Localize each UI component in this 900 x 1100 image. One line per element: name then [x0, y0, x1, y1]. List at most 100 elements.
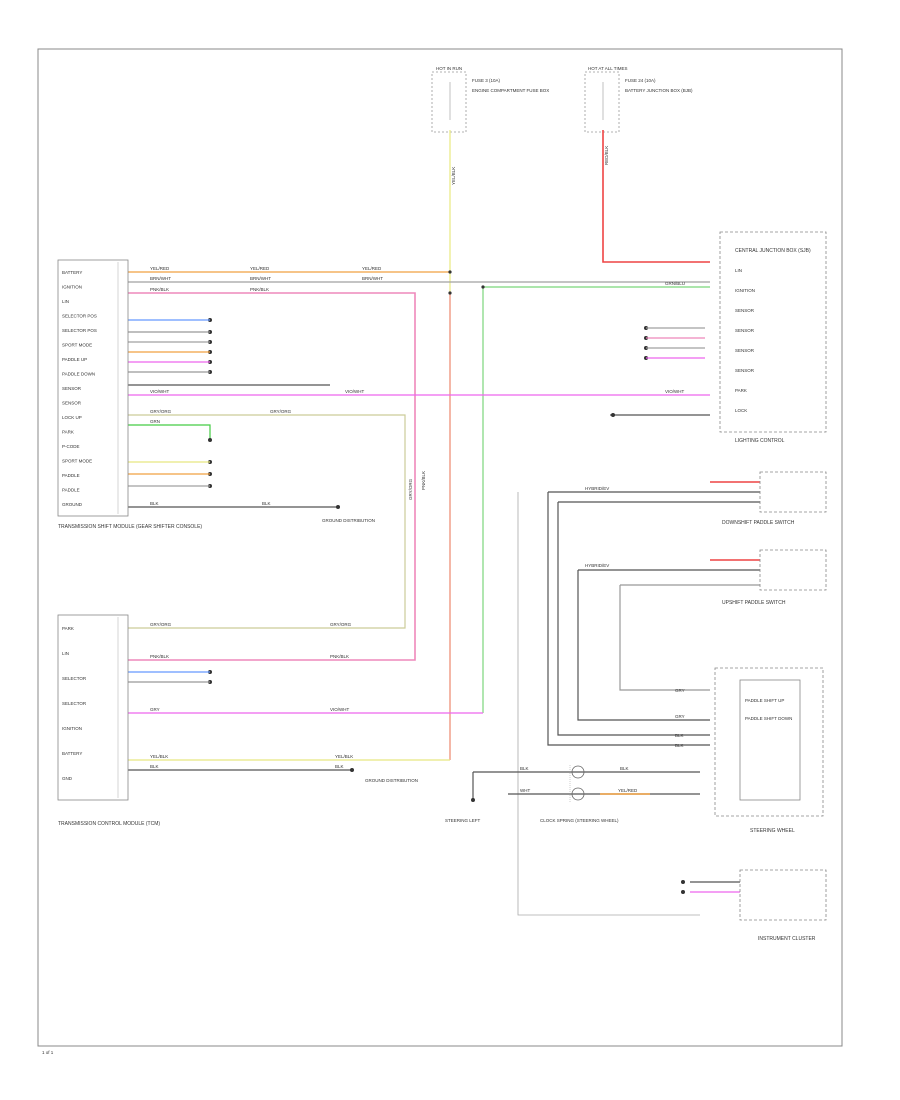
svg-text:GRN: GRN — [150, 419, 160, 424]
shift-module-pin-label: PADDLE — [62, 473, 80, 478]
label-pnk-vert: PNK/BLK — [421, 471, 426, 490]
svg-text:YEL/RED: YEL/RED — [618, 788, 638, 793]
cjb-pin-label: LOCK — [735, 408, 747, 413]
svg-text:ENGINE COMPARTMENT FUSE BOX: ENGINE COMPARTMENT FUSE BOX — [472, 88, 549, 93]
label-gry-vert: GRY/ORG — [408, 478, 413, 500]
svg-text:CLOCK SPRING (STEERING WHEEL): CLOCK SPRING (STEERING WHEEL) — [540, 818, 619, 823]
svg-text:BLK: BLK — [620, 766, 629, 771]
svg-text:BLK: BLK — [150, 501, 159, 506]
tcm-pin-label: IGNITION — [62, 726, 82, 731]
svg-text:GRY/ORG: GRY/ORG — [150, 622, 172, 627]
svg-text:BRN/WHT: BRN/WHT — [250, 276, 271, 281]
svg-text:YEL/BLK: YEL/BLK — [335, 754, 353, 759]
svg-text:TRANSMISSION SHIFT MODULE (GEA: TRANSMISSION SHIFT MODULE (GEAR SHIFTER … — [58, 524, 202, 530]
splice-dots — [208, 270, 685, 894]
svg-text:TRANSMISSION CONTROL MODULE (T: TRANSMISSION CONTROL MODULE (TCM) — [58, 821, 160, 827]
svg-text:HOT AT ALL TIMES: HOT AT ALL TIMES — [588, 66, 628, 71]
svg-text:STEERING WHEEL: STEERING WHEEL — [750, 828, 795, 834]
svg-text:BLK: BLK — [150, 764, 159, 769]
shift-module-pin-label: IGNITION — [62, 285, 82, 290]
cjb-pin-label: LIN — [735, 268, 742, 273]
svg-text:YEL/BLK: YEL/BLK — [150, 754, 168, 759]
svg-text:GRN/BLU: GRN/BLU — [665, 281, 685, 286]
shift-module-pin-label: SELECTOR POS — [62, 328, 97, 333]
downshift-paddle-switch: DOWNSHIFT PADDLE SWITCH — [722, 471, 827, 526]
svg-text:PNK/BLK: PNK/BLK — [150, 654, 169, 659]
svg-text:PADDLE SHIFT DOWN: PADDLE SHIFT DOWN — [745, 716, 792, 721]
fuse-hot-in-run: HOT IN RUN FUSE 3 (10A) ENGINE COMPARTME… — [431, 66, 549, 133]
svg-text:UPSHIFT PADDLE SWITCH: UPSHIFT PADDLE SWITCH — [722, 600, 786, 606]
fuse-hot-at-all-times: HOT AT ALL TIMES FUSE 24 (10A) BATTERY J… — [584, 66, 693, 133]
svg-text:VIO/WHT: VIO/WHT — [150, 389, 169, 394]
shift-module-pin-label: SPORT MODE — [62, 459, 92, 464]
tcm-pin-label: GND — [62, 776, 73, 781]
svg-text:PADDLE SHIFT UP: PADDLE SHIFT UP — [745, 698, 784, 703]
svg-text:GRY/ORG: GRY/ORG — [270, 409, 292, 414]
svg-text:YEL/RED: YEL/RED — [150, 266, 170, 271]
tcm-pin-label: BATTERY — [62, 751, 82, 756]
transmission-control-module: PARK LIN SELECTOR SELECTOR IGNITION BATTERY GN… — [57, 614, 160, 827]
svg-text:YEL/RED: YEL/RED — [362, 266, 382, 271]
svg-text:BLK: BLK — [335, 764, 344, 769]
shift-module-pin-label: PADDLE — [62, 488, 80, 493]
central-junction-box: CENTRAL JUNCTION BOX (SJB) LIN IGNITION SE… — [719, 231, 827, 444]
svg-text:PNK/BLK: PNK/BLK — [250, 287, 269, 292]
svg-text:YEL/RED: YEL/RED — [250, 266, 270, 271]
cjb-pin-label: SENSOR — [735, 328, 755, 333]
svg-text:BLK: BLK — [520, 766, 529, 771]
svg-text:STEERING LEFT: STEERING LEFT — [445, 818, 481, 823]
label-yel-vert: YEL/BLK — [451, 167, 456, 185]
note-hybrid-2: HYBRID/EV — [585, 563, 609, 568]
svg-text:GRY: GRY — [150, 707, 160, 712]
shift-module-pin-label: SENSOR — [62, 386, 82, 391]
tcm-pin-label: SELECTOR — [62, 701, 87, 706]
svg-text:BLK: BLK — [262, 501, 271, 506]
svg-text:GRY/ORG: GRY/ORG — [150, 409, 172, 414]
diagram-border — [37, 48, 843, 1047]
cjb-pin-label: IGNITION — [735, 288, 755, 293]
svg-text:BLK: BLK — [675, 743, 684, 748]
wires — [128, 130, 760, 916]
svg-text:GRY/ORG: GRY/ORG — [330, 622, 352, 627]
svg-text:VIO/WHT: VIO/WHT — [345, 389, 364, 394]
svg-text:FUSE 3 (10A): FUSE 3 (10A) — [472, 78, 501, 83]
wire-pnk-lin — [128, 292, 416, 661]
svg-text:PNK/BLK: PNK/BLK — [330, 654, 349, 659]
tcm-pin-label: PARK — [62, 626, 74, 631]
cjb-pin-label: SENSOR — [735, 308, 755, 313]
svg-text:PNK/BLK: PNK/BLK — [150, 287, 169, 292]
cjb-pin-label: SENSOR — [735, 368, 755, 373]
svg-text:GROUND DISTRIBUTION: GROUND DISTRIBUTION — [322, 518, 375, 523]
tcm-pin-label: SELECTOR — [62, 676, 87, 681]
shift-module-pin-label: GROUND — [62, 502, 83, 507]
svg-text:BATTERY JUNCTION BOX (BJB): BATTERY JUNCTION BOX (BJB) — [625, 88, 693, 93]
shift-module-pin-label: BATTERY — [62, 270, 82, 275]
svg-text:CENTRAL JUNCTION BOX (SJB): CENTRAL JUNCTION BOX (SJB) — [735, 248, 811, 254]
shift-module-pin-label: PADDLE UP — [62, 357, 87, 362]
svg-text:HOT IN RUN: HOT IN RUN — [436, 66, 462, 71]
svg-text:DOWNSHIFT PADDLE SWITCH: DOWNSHIFT PADDLE SWITCH — [722, 520, 795, 526]
svg-text:WHT: WHT — [520, 788, 530, 793]
shift-module-pin-label: PADDLE DOWN — [62, 372, 95, 377]
clock-spring: CLOCK SPRING (STEERING WHEEL) — [540, 765, 619, 823]
svg-text:BRN/WHT: BRN/WHT — [150, 276, 171, 281]
color-stubs — [128, 319, 705, 683]
svg-text:BRN/WHT: BRN/WHT — [362, 276, 383, 281]
svg-text:INSTRUMENT CLUSTER: INSTRUMENT CLUSTER — [758, 936, 816, 942]
shift-module-pin-label: SPORT MODE — [62, 343, 92, 348]
ground-g301: GROUND DISTRIBUTION — [322, 518, 375, 523]
instrument-cluster: INSTRUMENT CLUSTER — [739, 869, 827, 942]
cjb-pin-label: SENSOR — [735, 348, 755, 353]
tcm-pin-label: LIN — [62, 651, 69, 656]
svg-text:LIGHTING CONTROL: LIGHTING CONTROL — [735, 438, 785, 444]
svg-text:VIO/WHT: VIO/WHT — [330, 707, 349, 712]
shift-module-pin-label: PARK — [62, 430, 74, 435]
note-hybrid-1: HYBRID/EV — [585, 486, 609, 491]
upshift-paddle-switch: UPSHIFT PADDLE SWITCH — [722, 549, 827, 606]
svg-text:FUSE 24 (10A): FUSE 24 (10A) — [625, 78, 656, 83]
shift-module-pin-label: LOCK UP — [62, 415, 82, 420]
shift-module-pin-label: LIN — [62, 299, 69, 304]
ground-g202: GROUND DISTRIBUTION — [365, 778, 418, 783]
